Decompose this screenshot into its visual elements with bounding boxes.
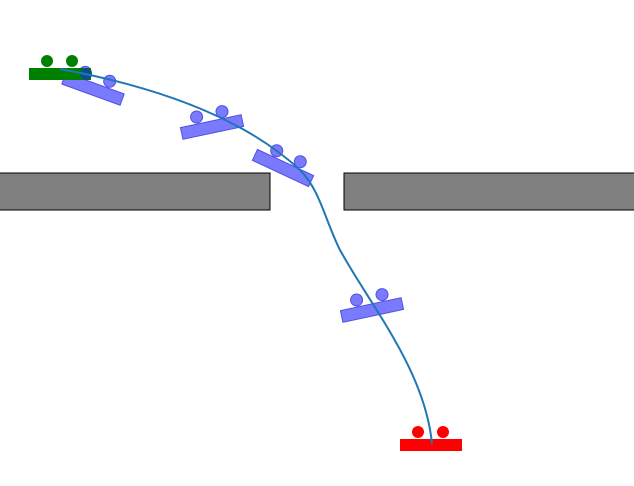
- robot-body: [400, 439, 462, 451]
- robot-wheel: [375, 288, 389, 302]
- robot-wheel: [190, 110, 204, 124]
- robot-wheel: [41, 55, 53, 67]
- robot-body: [339, 297, 405, 323]
- waypoint-robot-4: [339, 288, 405, 323]
- robot-wheel: [350, 293, 364, 307]
- robot-body: [251, 148, 315, 188]
- robot-wheel: [215, 105, 229, 119]
- robot-wheel: [412, 426, 424, 438]
- trajectory-path: [59, 68, 433, 445]
- start-robot: [29, 55, 92, 80]
- left-wall: [0, 172, 271, 211]
- robot-wheel: [437, 426, 449, 438]
- goal-robot: [400, 426, 462, 451]
- right-wall: [343, 172, 634, 211]
- waypoint-robot-3: [251, 144, 315, 188]
- robot-wheel: [66, 55, 78, 67]
